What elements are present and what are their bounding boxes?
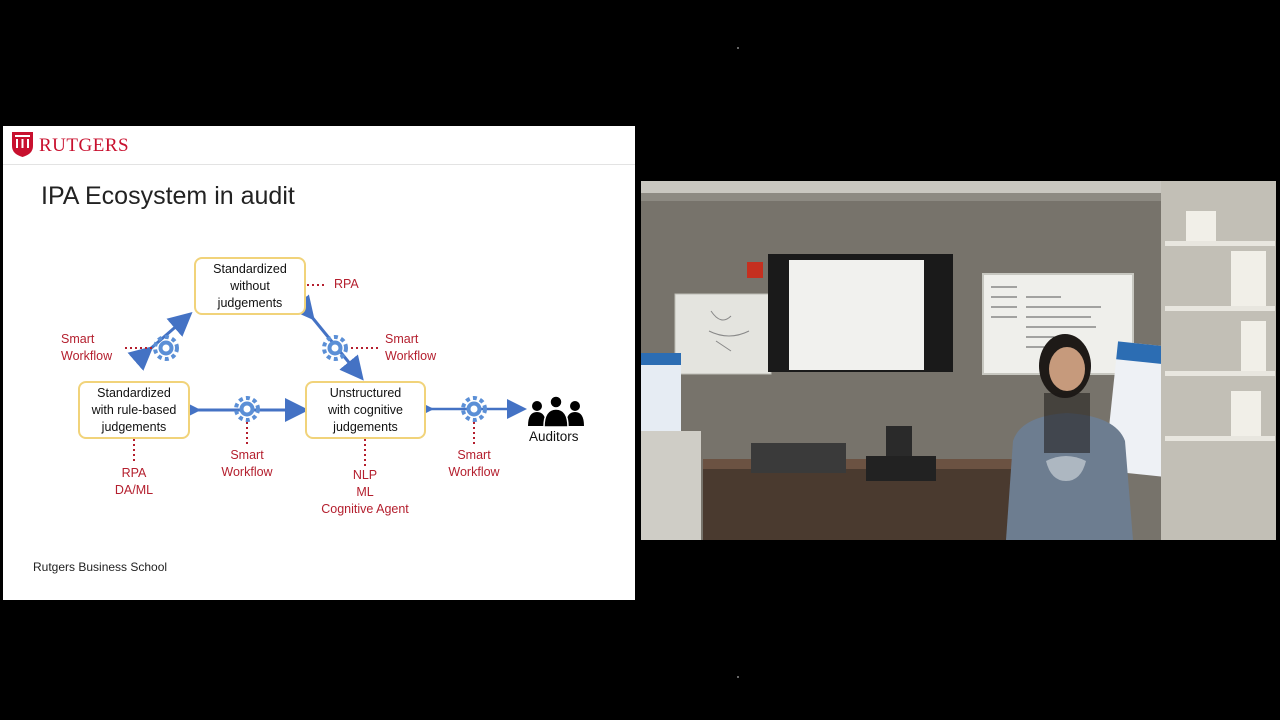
box-standardized-without-judgements: Standardized without judgements — [194, 257, 306, 315]
label-rpa-daml: RPA DA/ML — [114, 466, 154, 497]
slide-footer: Rutgers Business School — [33, 560, 168, 574]
video-frame-image — [641, 181, 1276, 540]
rutgers-logo-text: RUTGERS — [39, 135, 130, 156]
presentation-slide: RUTGERS IPA Ecosystem in audit — [3, 126, 635, 600]
label-auditors: Auditors — [529, 429, 579, 444]
box-standardized-rule-based: Standardized with rule-based judgements — [78, 381, 190, 439]
dotted-connectors — [125, 284, 475, 466]
slide-title: IPA Ecosystem in audit — [41, 182, 295, 210]
slide-header: RUTGERS — [3, 126, 635, 165]
label-nlp-ml-cognitive-agent: NLP ML Cognitive Agent — [321, 468, 409, 516]
label-smart-workflow-left: Smart Workflow — [61, 332, 113, 363]
label-smart-workflow-bottom-mid: Smart Workflow — [221, 448, 273, 479]
gear-icon — [322, 335, 348, 361]
auditors-icon — [528, 395, 584, 428]
label-rpa-top: RPA — [334, 277, 359, 291]
video-feed — [641, 181, 1276, 540]
label-smart-workflow-right: Smart Workflow — [385, 332, 437, 363]
rutgers-shield-icon — [12, 132, 33, 157]
label-smart-workflow-bottom-right: Smart Workflow — [448, 448, 500, 479]
ecosystem-diagram — [125, 284, 584, 466]
box-unstructured-cognitive: Unstructured with cognitive judgements — [305, 381, 426, 439]
stray-pixel — [737, 676, 739, 678]
stray-pixel — [737, 47, 739, 49]
